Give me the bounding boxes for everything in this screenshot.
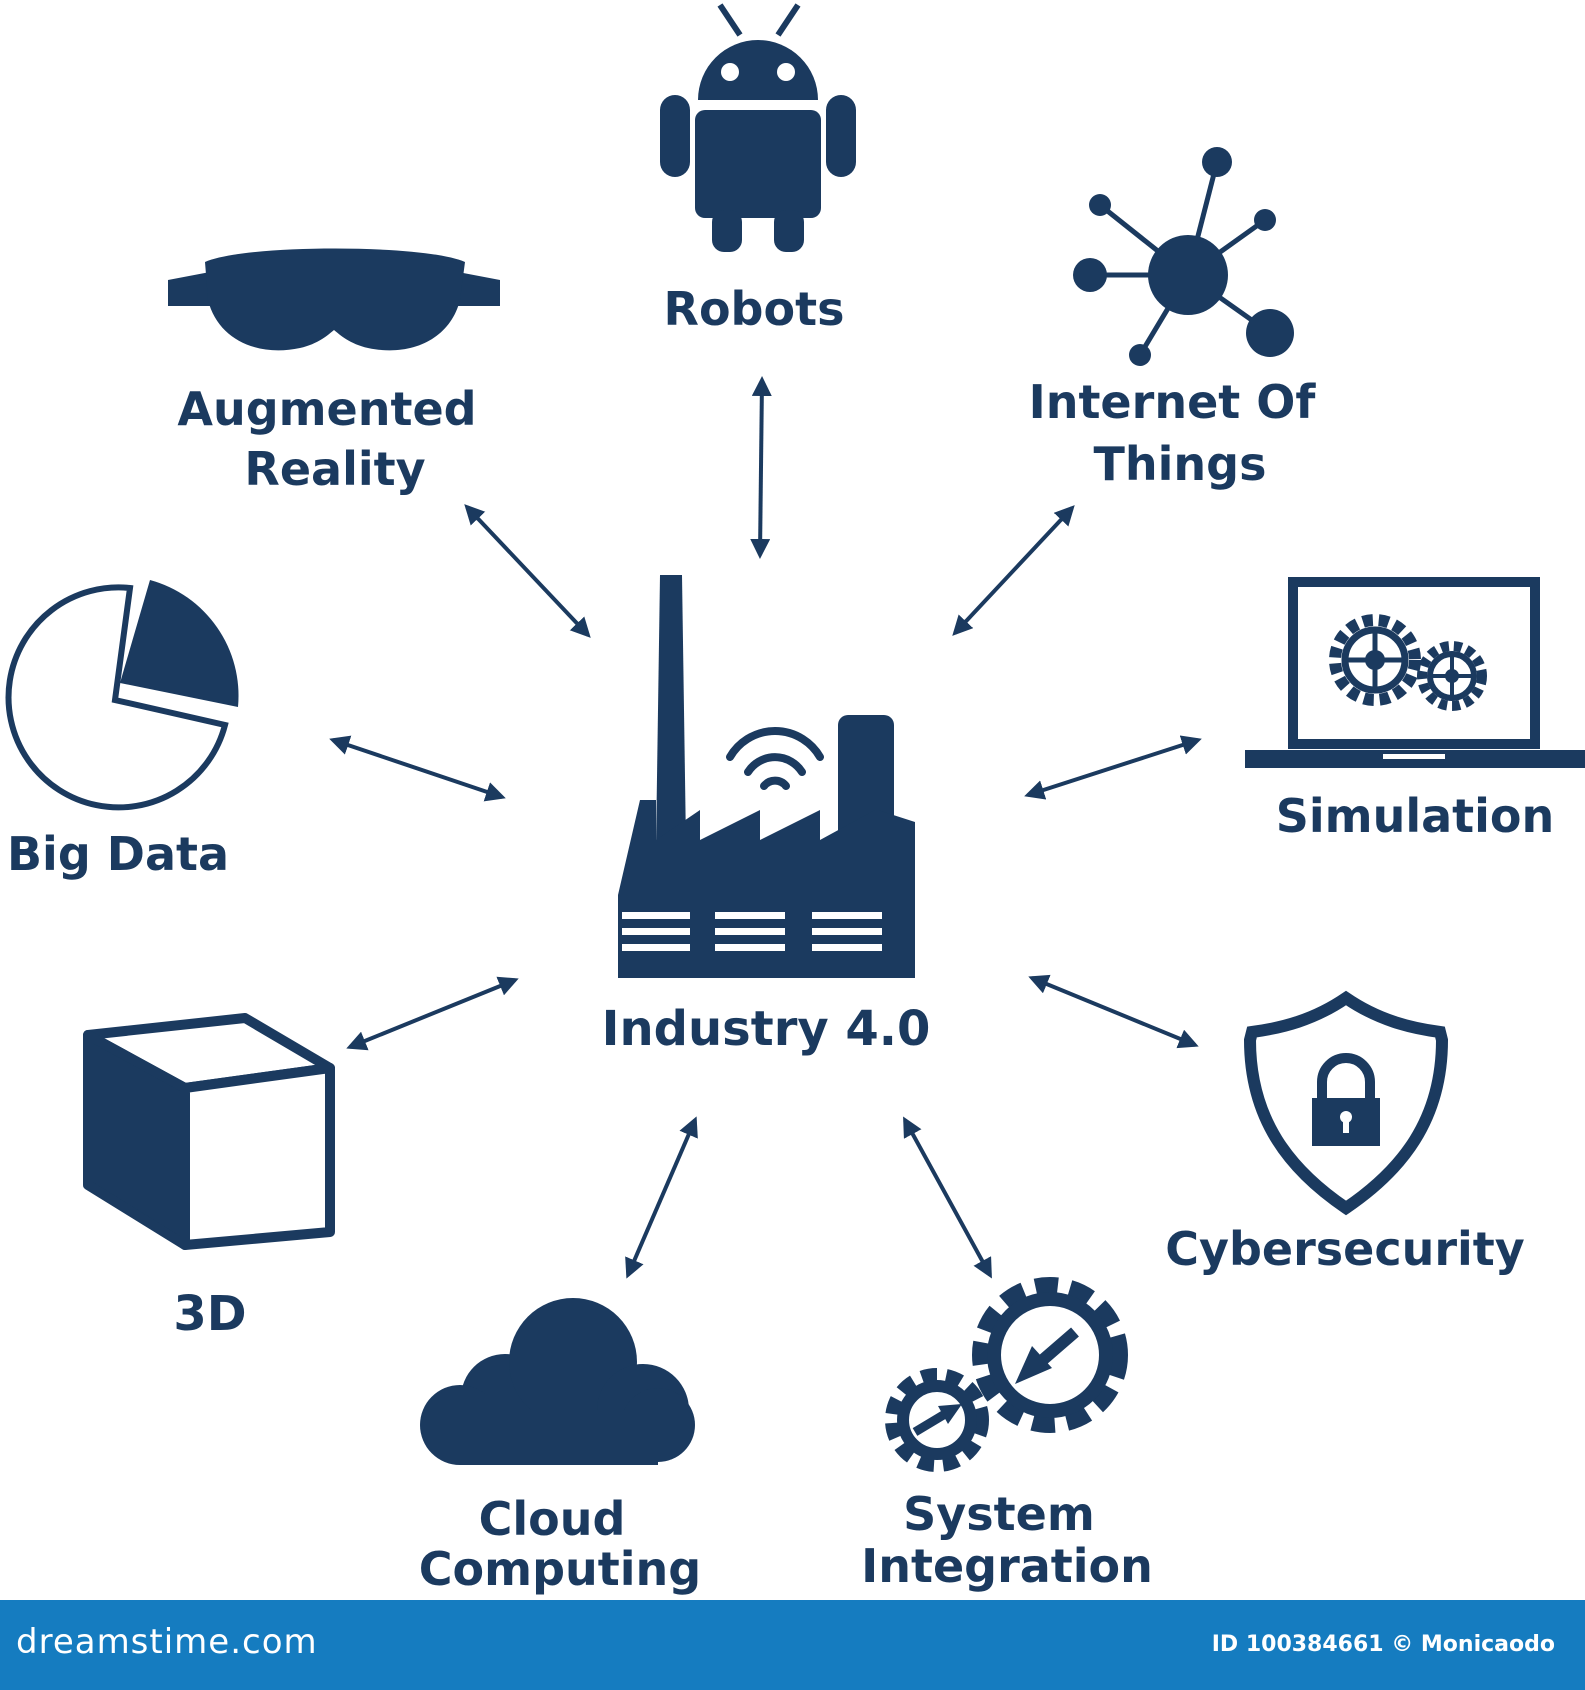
edge-simulation [1024,735,1202,800]
shield-lock-icon [1243,990,1449,1216]
label-system-integration: System Integration [861,1487,1153,1593]
goggles-icon [168,248,500,351]
edge-cybersecurity [1028,974,1199,1049]
edge-robots [750,376,772,559]
footer-credit: ID 100384661 © Monicaodo [1211,1632,1555,1657]
label-robots: Robots [664,282,845,336]
factory-icon [618,575,915,978]
edge-cloud-computing [625,1116,698,1279]
diagram-canvas: Industry 4.0 Robots Int [5,3,1585,1596]
label-cybersecurity: Cybersecurity [1165,1222,1525,1276]
label-cloud-computing: Cloud Computing [419,1492,701,1596]
edge-augmented-reality [464,504,591,638]
gears-icon [885,1277,1128,1472]
center-label: Industry 4.0 [602,1001,931,1057]
robot-icon [660,3,856,252]
label-simulation: Simulation [1276,789,1555,843]
laptop-gears-icon [1245,577,1585,768]
label-iot: Internet Of Things [1029,375,1332,491]
pie-chart-icon [5,580,239,811]
cloud-icon [420,1298,695,1465]
label-3d: 3D [173,1286,246,1342]
edge-3d [346,976,519,1051]
label-augmented-reality: Augmented Reality [177,382,492,496]
network-icon [1073,147,1294,366]
edge-iot [952,505,1075,636]
footer-brand[interactable]: dreamstime.com [16,1622,318,1662]
cube-icon [83,1013,335,1250]
edge-big-data [329,735,506,802]
edge-system-integration [903,1116,992,1279]
footer-bar: dreamstime.com ID 100384661 © Monicaodo [0,1600,1585,1690]
label-big-data: Big Data [7,827,229,881]
